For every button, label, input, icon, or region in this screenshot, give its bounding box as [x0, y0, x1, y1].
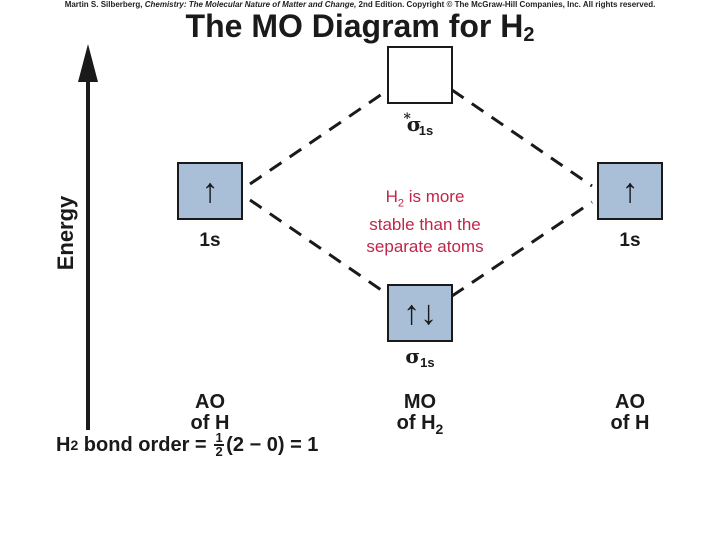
energy-axis-arrowhead: [78, 44, 98, 82]
bonding-mo-box: ↑↓: [387, 284, 453, 342]
middle-col-line2-sub: 2: [435, 421, 444, 437]
dash-left-to-bonding: [249, 198, 391, 298]
credit-edition: 2nd Edition. Copyright © The McGraw-Hill…: [358, 0, 656, 9]
middle-col-line2-text: of H: [396, 412, 436, 434]
middle-col-line2: of H2: [370, 413, 470, 440]
antibonding-mo-label: σ* 1s: [390, 111, 450, 138]
annotation-line-1: H2 is more: [340, 186, 510, 214]
annotation-h: H: [385, 187, 398, 206]
credit-book: Chemistry: The Molecular Nature of Matte…: [144, 0, 357, 9]
left-col-line1: AO: [195, 391, 225, 413]
dash-antibonding-to-right: [451, 88, 593, 188]
left-ao-box: ↑: [177, 162, 243, 220]
fraction-denominator: 2: [215, 444, 223, 459]
column-label-middle: MO of H2: [370, 392, 470, 440]
antibonding-star: *: [403, 111, 411, 127]
right-col-line1: AO: [615, 391, 645, 413]
annotation-is-more: is more: [403, 187, 465, 206]
bonding-mo-label: σ1s: [390, 344, 450, 370]
bonding-mo-arrows: ↑↓: [403, 293, 437, 332]
stability-annotation: H2 is more stable than the separate atom…: [340, 186, 510, 258]
credit-author: Martin S. Silberberg,: [64, 0, 143, 9]
bonding-sub: 1s: [420, 355, 435, 370]
bond-order-fraction: 1 2: [214, 430, 225, 459]
annotation-line-2: stable than the: [369, 215, 481, 235]
antibonding-sub: 1s: [418, 123, 434, 138]
left-col-line2: of H: [190, 412, 230, 434]
right-ao-box: ↑: [597, 162, 663, 220]
copyright-credit: Martin S. Silberberg, Chemistry: The Mol…: [0, 0, 720, 10]
fraction-bar: [214, 444, 225, 446]
dash-bonding-to-right: [451, 200, 593, 298]
bond-order-result: (2 − 0) = 1: [226, 433, 319, 456]
right-ao-label: 1s: [619, 230, 641, 251]
left-ao-arrow: ↑: [201, 171, 219, 210]
energy-axis-label: Energy: [53, 195, 78, 271]
annotation-h-sub: 2: [397, 197, 404, 210]
middle-col-line1: MO: [403, 391, 437, 413]
fraction-numerator: 1: [215, 430, 223, 445]
annotation-line-3: separate atoms: [366, 237, 484, 257]
bond-order-label: bond order =: [78, 433, 213, 456]
page-title: The MO Diagram for H2: [0, 6, 720, 55]
title-subscript: 2: [523, 24, 535, 46]
antibonding-mo-box: [387, 46, 453, 104]
title-text: The MO Diagram for H: [185, 8, 524, 44]
left-ao-label: 1s: [199, 230, 221, 251]
bond-order-h-sub: 2: [70, 437, 79, 453]
bonding-symbol: σ: [405, 344, 421, 368]
antibonding-symbol: σ: [406, 112, 422, 136]
right-ao-arrow: ↑: [621, 171, 639, 210]
dash-left-to-antibonding: [249, 88, 389, 186]
bond-order-h: H: [56, 433, 71, 456]
column-label-left: AO of H: [160, 392, 260, 434]
right-col-line2: of H: [610, 412, 650, 434]
column-label-right: AO of H: [580, 392, 680, 434]
